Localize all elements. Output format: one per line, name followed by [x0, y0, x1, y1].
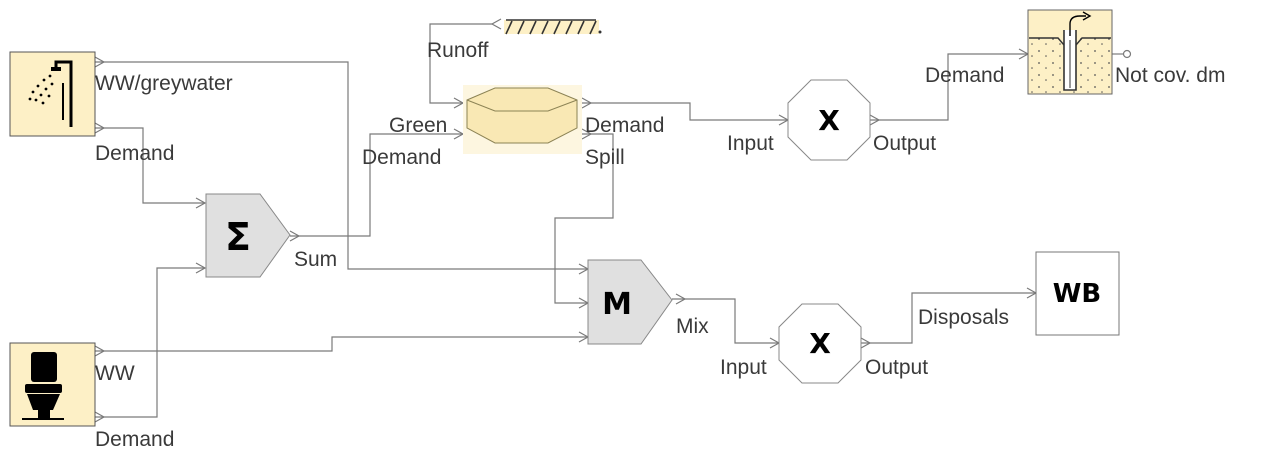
mult-bottom-port-input: Input [720, 356, 767, 379]
wire-toilet-demand-to-sum [95, 267, 205, 418]
shower-port-demand: Demand [95, 142, 174, 165]
wb-port-disposals: Disposals [918, 306, 1009, 329]
sum-port-sum: Sum [294, 248, 337, 271]
wire-toilet-ww-to-mix [95, 336, 588, 352]
shower-icon [28, 60, 73, 127]
multiply-icon: X [809, 327, 831, 360]
toilet-block[interactable] [9, 342, 96, 427]
open-port-icon [1122, 49, 1132, 59]
mult-bottom-port-output: Output [865, 356, 928, 379]
toilet-icon [22, 352, 64, 420]
reservoir-port-demand-out: Demand [585, 114, 664, 137]
reservoir-port-demand-in: Demand [362, 146, 441, 169]
connection-wires [95, 23, 1132, 418]
mix-icon: M [602, 287, 632, 322]
well-port-demand: Demand [925, 64, 1004, 87]
wb-block[interactable]: WB [1035, 251, 1120, 336]
wire-mix-to-mult-bottom [672, 298, 779, 344]
roof-surface-icon [505, 19, 597, 35]
runoff-source[interactable] [504, 19, 602, 35]
sum-block[interactable]: Σ [205, 193, 291, 278]
wire-spill-to-mix [554, 133, 614, 304]
multiply-icon: X [818, 104, 840, 137]
sigma-icon: Σ [225, 215, 251, 259]
well-port-not-covered: Not cov. dm [1115, 64, 1225, 87]
mult-top-port-input: Input [727, 132, 774, 155]
well-block[interactable] [1027, 9, 1113, 95]
mix-block[interactable]: M [587, 259, 673, 345]
runoff-label: Runoff [427, 39, 489, 62]
reservoir-block[interactable] [463, 85, 582, 154]
shower-port-greywater: WW/greywater [95, 72, 233, 95]
multiplier-bottom-block[interactable]: X [778, 303, 862, 384]
shower-block[interactable] [9, 51, 96, 137]
reservoir-port-green: Green [389, 114, 447, 137]
wire-mult-top-to-well [870, 53, 1028, 121]
wire-mult-bottom-to-wb [861, 292, 1036, 344]
wire-sum-to-reservoir [290, 133, 463, 237]
wire-reservoir-to-mult-top [582, 102, 788, 121]
multiplier-top-block[interactable]: X [787, 79, 871, 161]
toilet-port-demand: Demand [95, 428, 174, 451]
toilet-port-ww: WW [95, 362, 135, 385]
groundwater-well-icon [1029, 11, 1111, 93]
wire-greywater-to-mix [95, 61, 588, 270]
mix-port-mix: Mix [676, 315, 709, 338]
wire-shower-demand-to-sum [95, 127, 205, 204]
storage-tank-icon [466, 87, 578, 144]
reservoir-port-spill: Spill [585, 146, 625, 169]
mult-top-port-output: Output [873, 132, 936, 155]
wire-runoff-to-reservoir [429, 23, 492, 104]
wb-label: WB [1053, 279, 1102, 309]
